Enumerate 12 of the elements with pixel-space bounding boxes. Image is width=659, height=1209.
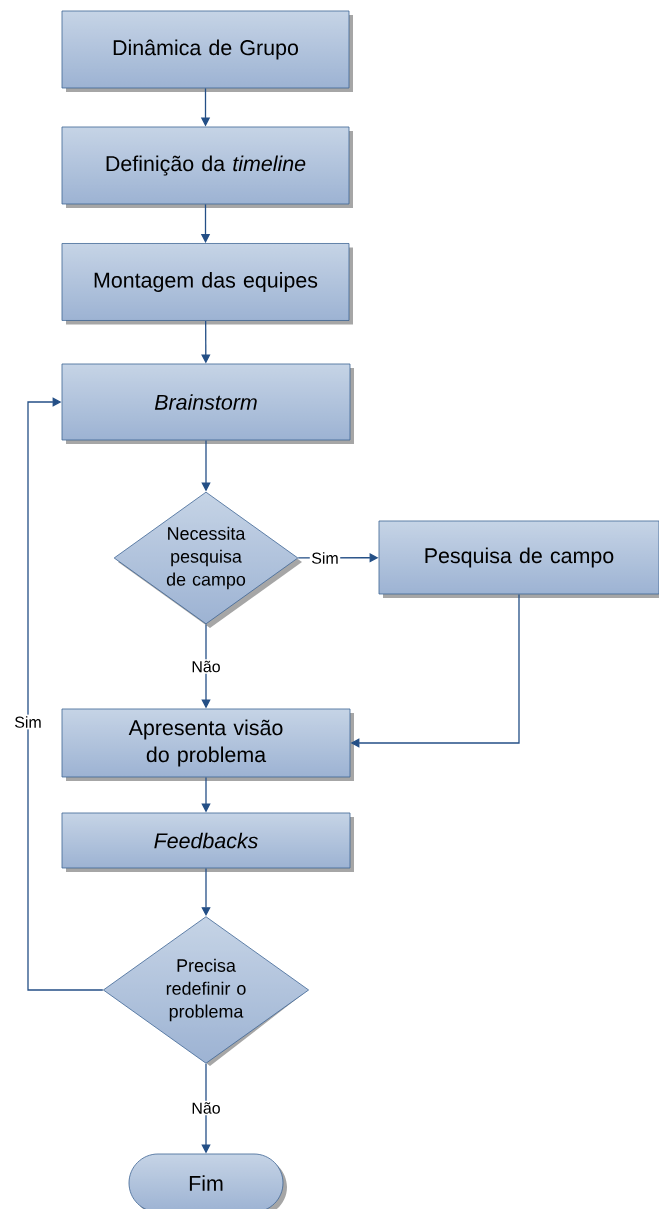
process-box: Definição da timeline: [61, 126, 353, 208]
edge-label: Não: [189, 659, 223, 674]
process-box: Montagem das equipes: [61, 243, 353, 325]
process-box: Feedbacks: [61, 812, 354, 872]
edge-label: Sim: [309, 550, 341, 566]
process-box: Brainstorm: [61, 363, 354, 444]
process-box: Pesquisa de campo: [378, 520, 659, 598]
arrow: [27, 397, 104, 991]
process-box: Apresenta visão do problema: [61, 708, 354, 781]
process-box: Dinâmica de Grupo: [61, 10, 353, 92]
edge-label: Não: [189, 1100, 223, 1116]
edge-label: Sim: [12, 714, 44, 730]
